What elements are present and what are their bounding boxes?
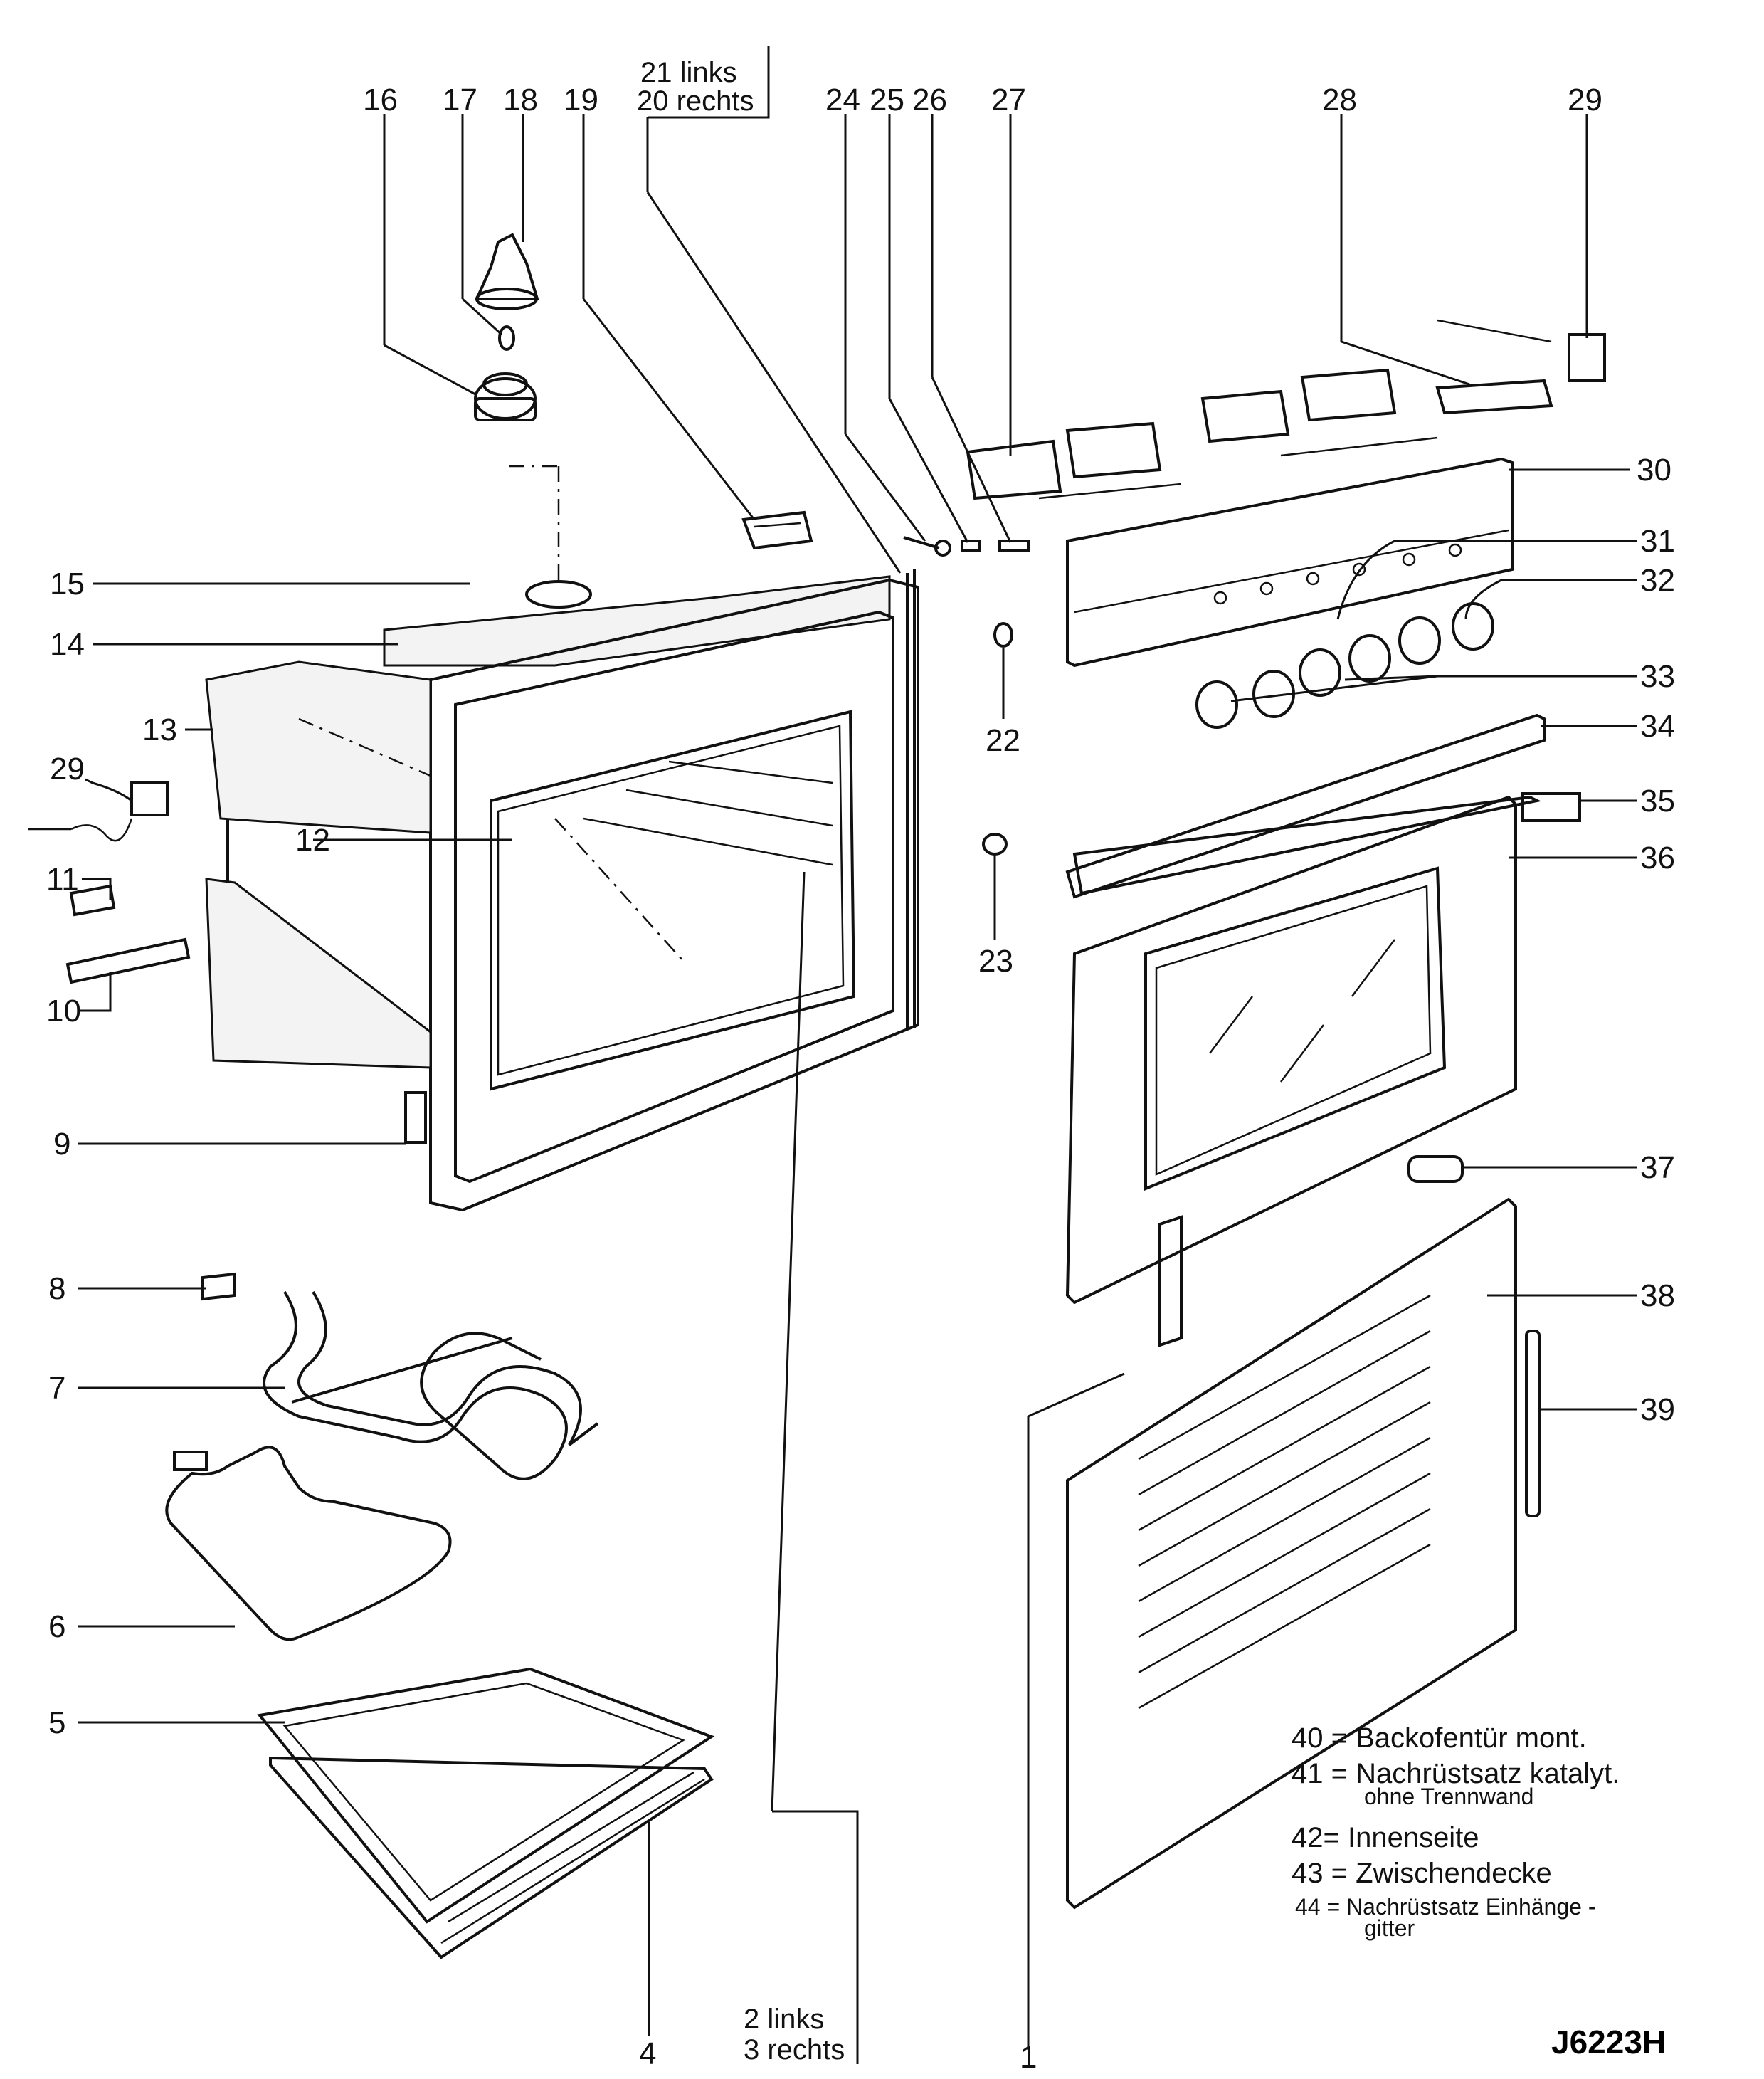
baking-tray-5 [257,1667,715,1924]
callout-14: 14 [50,627,85,662]
callout-5: 5 [48,1705,65,1740]
callout-23: 23 [978,944,1013,979]
callout-38: 38 [1640,1278,1675,1313]
callout-29-top: 29 [1568,83,1602,117]
legend: 40 = Backofentür mont. 41 = Nachrüstsatz… [1292,1722,1620,1941]
legend-44-line1: 44 = Nachrüstsatz Einhänge - [1295,1894,1595,1920]
legend-42: 42= Innenseite [1292,1822,1479,1853]
legend-40: 40 = Backofentür mont. [1292,1722,1587,1754]
bottom-element-6 [165,1446,452,1641]
callout-19: 19 [564,83,598,117]
outer-door-panel [1066,1197,1517,1910]
door-top-strip [1065,713,1581,899]
callout-25: 25 [870,83,904,117]
callout-4: 4 [639,2036,656,2071]
callout-17: 17 [443,83,477,117]
left-small-parts [28,781,427,1301]
oven-housing [205,465,919,1212]
callout-35: 35 [1640,784,1675,819]
callout-8: 8 [48,1271,65,1306]
callout-12: 12 [295,823,330,858]
legend-44-line2: gitter [1364,1915,1415,1941]
callout-10: 10 [46,994,81,1028]
callout-1: 1 [1020,2040,1037,2075]
grid-shelf-4 [269,1756,714,1959]
callout-22: 22 [986,723,1020,758]
callout-7: 7 [48,1371,65,1406]
inner-door-glass [1065,795,1517,1305]
thermostat-knob-assembly [474,233,539,421]
callout-15: 15 [50,567,85,601]
bracket-bottom-line2: 3 rechts [744,2034,845,2065]
callout-27: 27 [991,83,1026,117]
callout-labels: 16 17 18 19 24 25 26 27 28 29 30 31 32 3… [46,57,1675,2075]
callout-24: 24 [825,83,860,117]
door-handle-37 [1407,1155,1464,1183]
bracket-top-line2: 20 rechts [637,85,754,117]
callout-34: 34 [1640,709,1675,744]
callout-6: 6 [48,1609,65,1644]
callout-37: 37 [1640,1150,1675,1185]
drawing-code: J6223H [1551,2023,1666,2060]
callout-18: 18 [503,83,538,117]
control-knobs [1195,602,1494,729]
small-parts-24-26 [903,536,1030,1028]
callout-26: 26 [912,83,947,117]
legend-43: 43 = Zwischendecke [1292,1858,1552,1889]
callout-30: 30 [1637,453,1671,488]
callout-13: 13 [142,712,177,747]
callout-39: 39 [1640,1392,1675,1427]
grill-element-7 [263,1290,599,1480]
door-seal-39 [1525,1330,1541,1517]
hinge-bracket-19 [741,510,813,550]
callout-9: 9 [53,1127,70,1162]
leader-lines [78,46,1637,2064]
legend-41-line1: 41 = Nachrüstsatz katalyt. [1292,1758,1620,1789]
switch-blocks [966,319,1606,500]
callout-11: 11 [46,862,79,897]
legend-41-line2: ohne Trennwand [1364,1784,1533,1809]
callout-31: 31 [1640,524,1675,559]
callout-32: 32 [1640,563,1675,598]
callout-29-left: 29 [50,752,85,786]
callout-28: 28 [1322,83,1357,117]
callout-16: 16 [363,83,398,117]
control-panel [1066,457,1514,668]
callout-36: 36 [1640,841,1675,875]
bracket-top-line1: 21 links [640,57,737,88]
bracket-bottom-line1: 2 links [744,2004,824,2035]
callout-33: 33 [1640,659,1675,694]
